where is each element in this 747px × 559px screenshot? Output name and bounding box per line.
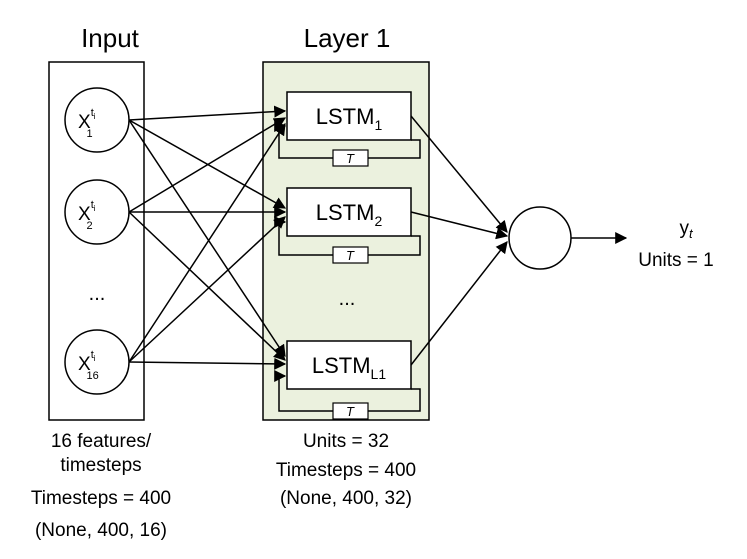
svg-text:LSTM1: LSTM1 bbox=[316, 104, 383, 133]
edge-x1-lstm2 bbox=[128, 119, 287, 209]
input-node-2-sub: 2 bbox=[87, 220, 93, 232]
lstm-ellipsis: ... bbox=[339, 288, 356, 310]
input-caption-line-2: timesteps bbox=[60, 455, 141, 476]
svg-text:LSTML1: LSTML1 bbox=[312, 353, 386, 382]
edge-x16-lstm2 bbox=[128, 216, 286, 363]
lstm-2-recurrent-box bbox=[332, 246, 369, 264]
lstm-unit-2: LSTM2 T bbox=[274, 187, 421, 264]
lstm-l1-recurrent-box bbox=[332, 402, 369, 420]
input-caption-line-4: (None, 400, 16) bbox=[35, 520, 167, 541]
input-caption-line-3: Timesteps = 400 bbox=[31, 488, 171, 509]
input-title: Input bbox=[81, 23, 140, 53]
input-node-1-sup: t bbox=[91, 107, 94, 119]
lstm-2-sub: 2 bbox=[374, 213, 382, 229]
edge-x2-lstml1 bbox=[128, 211, 286, 361]
lstm-l1-recurrent-label: T bbox=[346, 404, 355, 419]
input-node-2-base: X bbox=[78, 204, 91, 225]
output-var: y bbox=[679, 218, 689, 239]
lstm-unit-l1: LSTML1 T bbox=[274, 340, 421, 420]
input-node-2-supsub: i bbox=[94, 204, 96, 213]
layer-caption-line-3: (None, 400, 32) bbox=[280, 488, 412, 509]
edge-lstm1-out bbox=[410, 115, 508, 233]
input-caption: 16 features/ timesteps Timesteps = 400 (… bbox=[31, 431, 171, 541]
input-node-16: Xti 16 bbox=[64, 329, 130, 395]
svg-text:LSTM2: LSTM2 bbox=[316, 200, 383, 229]
input-node-16-sup: t bbox=[91, 349, 94, 361]
lstm-1-base: LSTM bbox=[316, 104, 375, 129]
layer-caption-line-1: Units = 32 bbox=[303, 431, 389, 452]
lstm-1-recurrent-box bbox=[332, 149, 369, 167]
lstm-1-sub: 1 bbox=[374, 117, 382, 133]
input-node-16-base: X bbox=[78, 354, 91, 375]
edge-lstml1-out bbox=[410, 241, 508, 366]
lstm-2-base: LSTM bbox=[316, 200, 375, 225]
edge-x16-lstml1 bbox=[128, 357, 287, 370]
layer-title: Layer 1 bbox=[304, 23, 391, 53]
input-node-2-sup: t bbox=[91, 199, 94, 211]
output-label: yt bbox=[679, 218, 694, 241]
lstm-2-recurrent-label: T bbox=[346, 248, 355, 263]
input-node-1-supsub: i bbox=[94, 112, 96, 121]
input-node-1-base: X bbox=[78, 112, 91, 133]
layer-caption-line-2: Timesteps = 400 bbox=[276, 460, 416, 481]
lstm-l1-sub: L1 bbox=[371, 366, 387, 382]
input-node-16-supsub: i bbox=[94, 354, 96, 363]
input-node-1-sub: 1 bbox=[87, 128, 93, 140]
lstm-l1-base: LSTM bbox=[312, 353, 371, 378]
input-node-16-sub: 16 bbox=[87, 370, 99, 382]
edge-x1-lstml1 bbox=[128, 119, 286, 358]
edge-x2-lstm1 bbox=[128, 117, 287, 213]
lstm-1-recurrent-label: T bbox=[346, 151, 355, 166]
edge-lstm2-out bbox=[410, 211, 509, 240]
input-caption-line-1: 16 features/ bbox=[51, 431, 152, 452]
output-units: Units = 1 bbox=[638, 250, 714, 271]
output-sub: t bbox=[689, 226, 694, 241]
edge-x16-lstm1 bbox=[128, 122, 286, 363]
edge-x1-lstm1 bbox=[128, 105, 287, 121]
input-ellipsis: ... bbox=[89, 283, 106, 305]
lstm-to-output-edges bbox=[410, 115, 509, 366]
output-node bbox=[508, 206, 572, 270]
input-to-lstm-edges bbox=[128, 105, 287, 370]
layer-caption: Units = 32 Timesteps = 400 (None, 400, 3… bbox=[276, 431, 416, 509]
